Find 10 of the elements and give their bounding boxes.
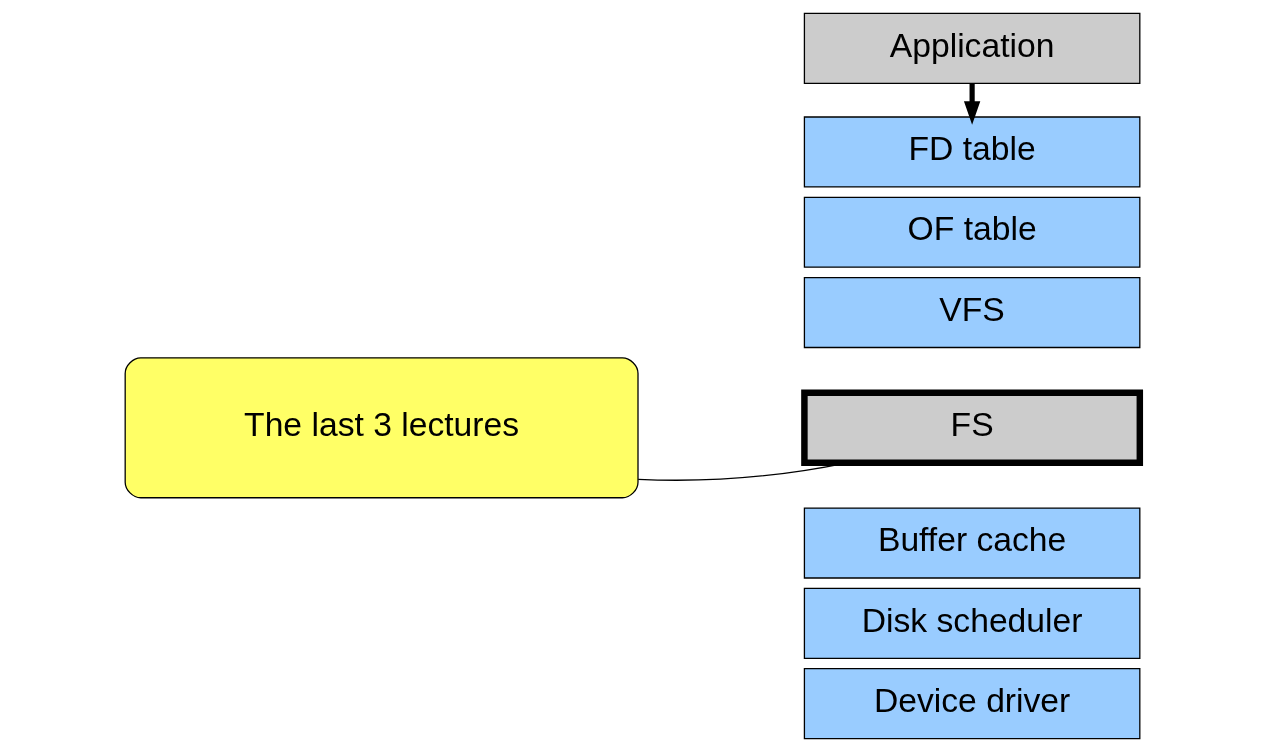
node-box: The last 3 lectures [124,357,639,499]
node-box: OF table [803,196,1140,268]
node-box: VFS [803,276,1140,349]
node-box: Device driver [803,668,1140,740]
node-box: Disk scheduler [803,587,1140,659]
node-box: FD table [803,116,1140,188]
node-box: Application [803,12,1140,84]
node-box: Buffer cache [803,507,1140,579]
node-box: FS [800,389,1143,466]
arrow [963,83,980,125]
